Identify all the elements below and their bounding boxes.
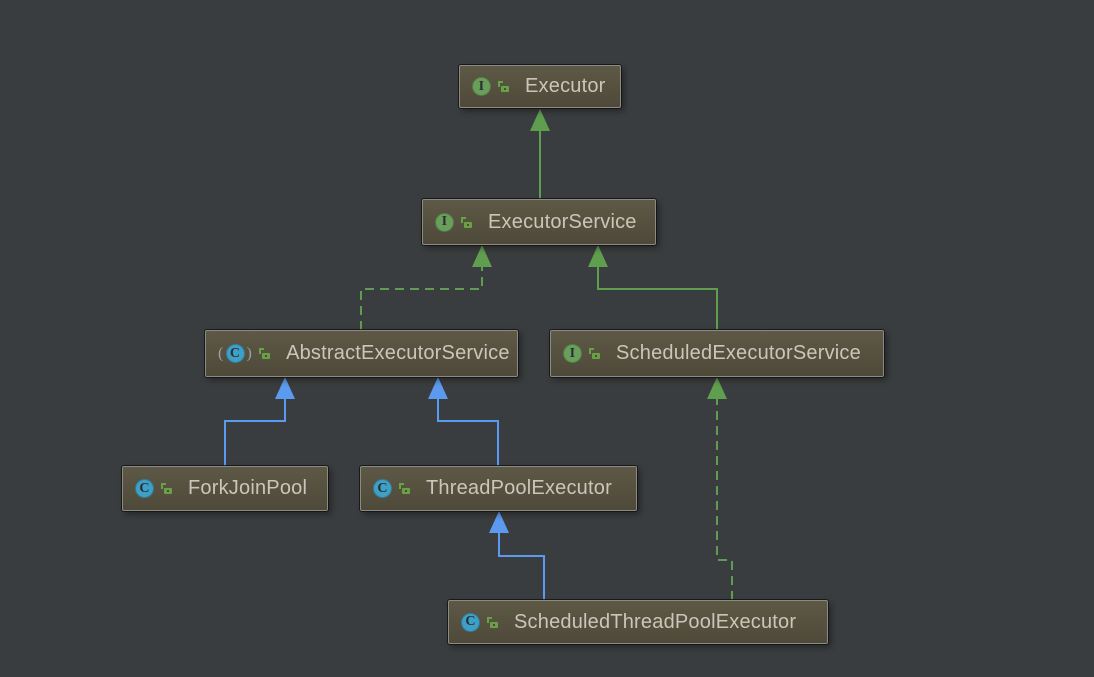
interface-icon: I <box>435 212 454 232</box>
lock-icon <box>461 216 472 228</box>
edge-arrowhead-abstractexecutorservice-implements-executorservice <box>472 245 492 267</box>
class-node-abstract-executor-service[interactable]: (C) AbstractExecutorService <box>205 330 518 377</box>
class-name-label: ScheduledExecutorService <box>616 342 861 364</box>
class-icon: C <box>135 479 154 498</box>
class-icon: C <box>461 612 480 632</box>
lock-icon <box>589 348 600 359</box>
class-name-label: Executor <box>525 75 606 97</box>
class-name-label: AbstractExecutorService <box>286 342 510 364</box>
abstract-paren-left: ( <box>218 345 224 362</box>
edge-line-scheduledthreadpoolexecutor-implements-scheduledexecutorservice <box>716 399 733 600</box>
class-node-scheduled-executor-service[interactable]: I ScheduledExecutorService <box>550 330 884 377</box>
class-name-label: ThreadPoolExecutor <box>426 477 612 499</box>
edge-line-threadpoolexecutor-extends-abstractexecutorservice <box>437 399 499 466</box>
class-node-fork-join-pool[interactable]: C ForkJoinPool <box>122 466 328 511</box>
edge-line-scheduledexecutorservice-extends-executorservice <box>597 267 718 330</box>
edge-line-forkjoinpool-extends-abstractexecutorservice <box>224 399 286 466</box>
edge-line-abstractexecutorservice-implements-executorservice <box>360 267 483 330</box>
class-name-label: ScheduledThreadPoolExecutor <box>514 610 797 633</box>
lock-icon <box>498 81 509 92</box>
lock-icon <box>161 483 172 494</box>
class-icon: C <box>225 344 245 363</box>
class-name-label: ForkJoinPool <box>188 477 308 499</box>
class-node-executor[interactable]: I Executor <box>459 65 621 108</box>
edge-arrowhead-threadpoolexecutor-extends-abstractexecutorservice <box>428 377 448 399</box>
edge-arrowhead-scheduledthreadpoolexecutor-extends-threadpoolexecutor <box>489 511 509 533</box>
edge-arrowhead-scheduledexecutorservice-extends-executorservice <box>588 245 608 267</box>
abstract-paren-right: ) <box>246 345 253 362</box>
edge-line-scheduledthreadpoolexecutor-extends-threadpoolexecutor <box>498 533 545 600</box>
class-node-executor-service[interactable]: I ExecutorService <box>422 199 656 245</box>
lock-icon <box>259 348 271 359</box>
edge-arrowhead-scheduledthreadpoolexecutor-implements-scheduledexecutorservice <box>707 377 727 399</box>
class-node-thread-pool-executor[interactable]: C ThreadPoolExecutor <box>360 466 637 511</box>
class-icon: C <box>373 479 392 498</box>
class-node-scheduled-thread-pool-executor[interactable]: C ScheduledThreadPoolExecutor <box>448 600 828 644</box>
edge-arrowhead-executorservice-extends-executor <box>530 109 550 131</box>
lock-icon <box>399 483 410 494</box>
abstract-class-icon: (C) <box>218 344 252 363</box>
class-name-label: ExecutorService <box>488 210 637 233</box>
interface-icon: I <box>472 77 491 96</box>
interface-icon: I <box>563 344 582 363</box>
lock-icon <box>487 616 498 628</box>
edge-arrowhead-forkjoinpool-extends-abstractexecutorservice <box>275 377 295 399</box>
